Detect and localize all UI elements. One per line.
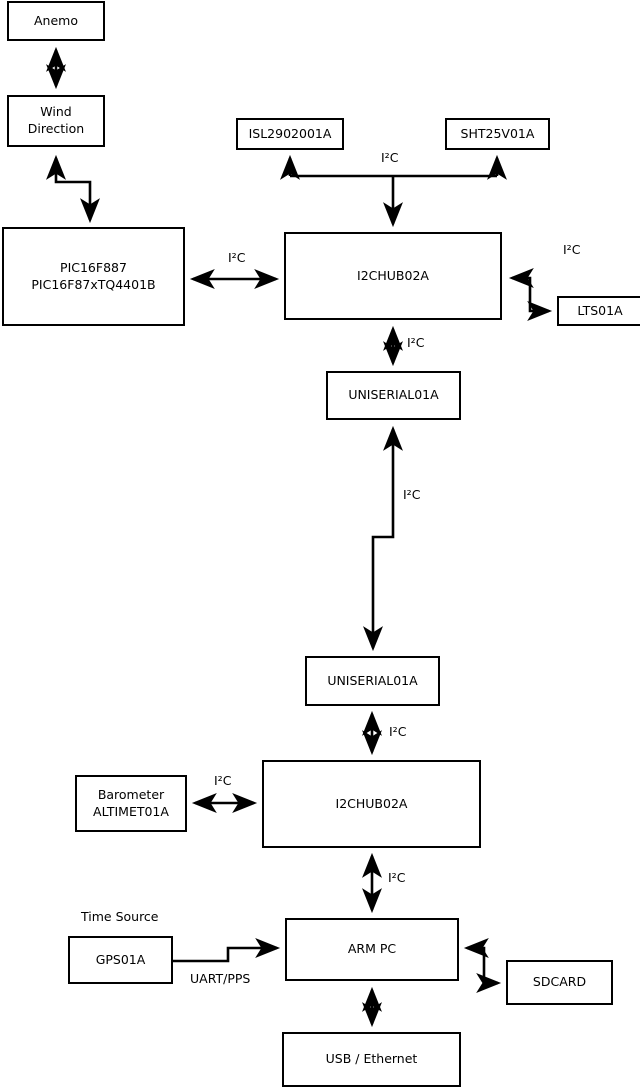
edge-hubtop-sensorbus — [280, 154, 507, 228]
edge-label-uart-pps: UART/PPS — [190, 971, 251, 986]
node-i2chub02a-top[interactable]: I2CHUB02A — [284, 232, 502, 320]
node-isl2902001a[interactable]: ISL2902001A — [236, 118, 344, 150]
node-sdcard[interactable]: SDCARD — [506, 960, 613, 1005]
node-lts01a[interactable]: LTS01A — [557, 296, 640, 326]
edge-label-i2c-uniserial-hub-bottom: I²C — [389, 724, 407, 739]
node-isl2902001a-label: ISL2902001A — [248, 125, 332, 141]
node-lts01a-label: LTS01A — [577, 302, 623, 318]
node-arm-pc-label: ARM PC — [347, 941, 397, 957]
edge-gps-armpc — [173, 938, 281, 963]
node-i2chub02a-top-label: I2CHUB02A — [357, 267, 429, 283]
edge-hubtop-lts — [508, 268, 553, 321]
node-sht25v01a[interactable]: SHT25V01A — [445, 118, 550, 150]
node-barometer-altimet01a[interactable]: Barometer ALTIMET01A — [75, 775, 187, 832]
edge-label-i2c-barometer-hub: I²C — [214, 773, 232, 788]
edge-label-i2c-sensor-bus: I²C — [381, 150, 399, 165]
node-uniserial01a-bottom-label: UNISERIAL01A — [327, 672, 418, 688]
node-wind-direction-label: Wind Direction — [27, 104, 85, 136]
node-i2chub02a-bottom[interactable]: I2CHUB02A — [262, 760, 481, 848]
node-usb-ethernet-label: USB / Ethernet — [325, 1051, 418, 1067]
node-uniserial01a-bottom[interactable]: UNISERIAL01A — [305, 656, 440, 706]
edge-label-i2c-pic-hub: I²C — [228, 250, 246, 265]
edge-armpc-sdcard — [463, 938, 502, 993]
node-usb-ethernet[interactable]: USB / Ethernet — [282, 1032, 461, 1087]
edge-label-i2c-hub-lts: I²C — [563, 242, 581, 257]
node-wind-direction[interactable]: Wind Direction — [7, 95, 105, 147]
node-i2chub02a-bottom-label: I2CHUB02A — [335, 795, 408, 811]
edge-label-i2c-hub-armpc: I²C — [388, 870, 406, 885]
node-pic-mcu[interactable]: PIC16F887 PIC16F87xTQ4401B — [2, 227, 185, 326]
edge-pic-winddir — [46, 154, 100, 224]
edge-label-i2c-long-link: I²C — [403, 487, 421, 502]
node-gps01a[interactable]: GPS01A — [68, 936, 173, 984]
node-uniserial01a-top[interactable]: UNISERIAL01A — [326, 371, 461, 420]
label-time-source: Time Source — [81, 909, 159, 924]
node-anemo[interactable]: Anemo — [7, 1, 105, 41]
node-sht25v01a-label: SHT25V01A — [460, 125, 535, 141]
edge-uniserialtop-uniserialbot — [363, 425, 403, 652]
node-uniserial01a-top-label: UNISERIAL01A — [348, 387, 439, 403]
node-sdcard-label: SDCARD — [532, 974, 587, 990]
node-barometer-altimet01a-label: Barometer ALTIMET01A — [93, 786, 169, 819]
node-arm-pc[interactable]: ARM PC — [285, 918, 459, 981]
node-pic-mcu-label: PIC16F887 PIC16F87xTQ4401B — [31, 259, 156, 292]
node-anemo-label: Anemo — [34, 12, 78, 28]
node-gps01a-label: GPS01A — [95, 951, 146, 967]
edge-label-i2c-hub-uniserial: I²C — [407, 335, 425, 350]
